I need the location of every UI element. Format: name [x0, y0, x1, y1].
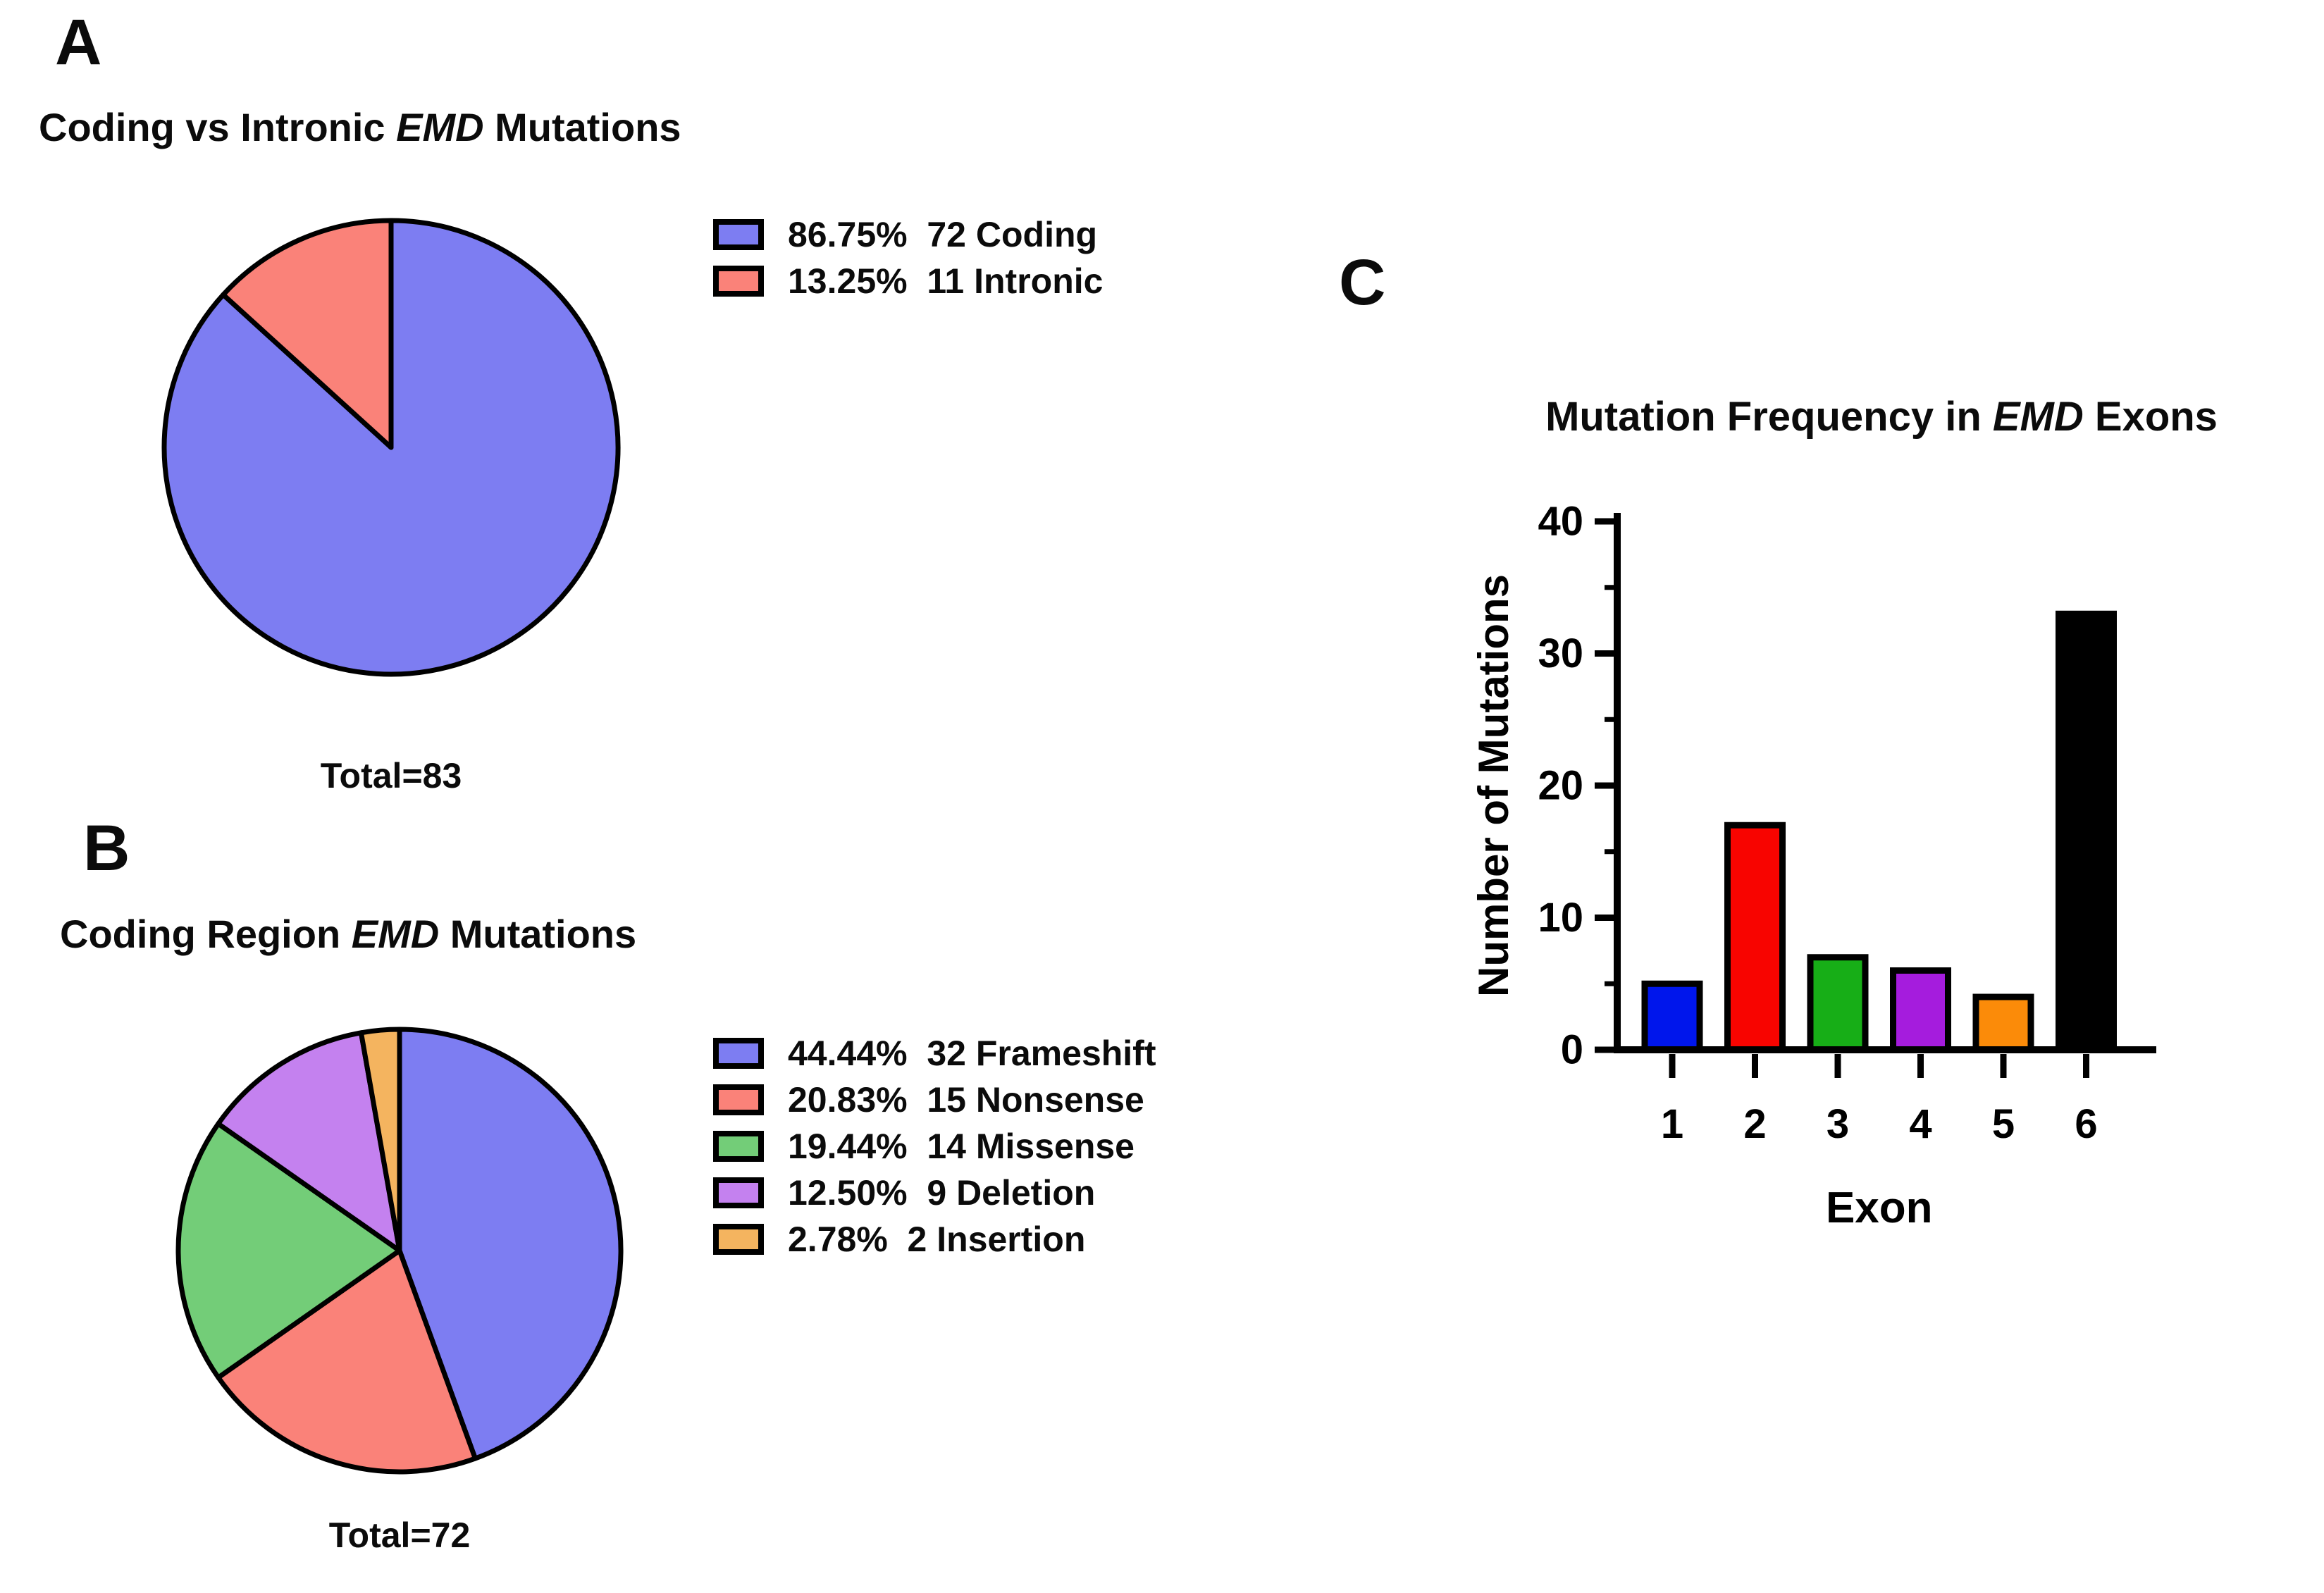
x-tick-label-exon-4: 4	[1909, 1101, 1931, 1147]
legend-label-frameshift: 44.44% 32 Frameshift	[788, 1034, 1156, 1073]
x-axis-title: Exon	[1826, 1184, 1933, 1232]
legend-label-coding: 86.75% 72 Coding	[788, 215, 1098, 254]
bar-exon-5	[1972, 993, 2034, 1053]
y-tick-label: 20	[1538, 763, 1583, 809]
panel-c-title: Mutation Frequency in EMD Exons	[1452, 395, 2311, 440]
legend-row-coding: 86.75% 72 Coding	[713, 211, 1103, 258]
panel-a-title-prefix: Coding vs Intronic	[39, 105, 397, 149]
legend-row-nonsense: 20.83% 15 Nonsense	[713, 1077, 1156, 1123]
legend-label-intronic: 13.25% 11 Intronic	[788, 261, 1104, 301]
legend-row-insertion: 2.78% 2 Insertion	[713, 1216, 1156, 1263]
panel-c-label: C	[1339, 247, 1386, 318]
pie-chart-coding-vs-intronic	[161, 218, 621, 677]
pie-slice-intronic	[221, 218, 394, 450]
y-tick-label: 40	[1538, 499, 1583, 545]
legend-label-insertion: 2.78% 2 Insertion	[788, 1220, 1086, 1259]
pie-slice-frameshift	[397, 1027, 624, 1461]
legend-swatch-missense	[713, 1131, 764, 1162]
bar-exon-4	[1890, 967, 1951, 1053]
y-axis-title: Number of Mutations	[1470, 574, 1517, 997]
legend-row-intronic: 13.25% 11 Intronic	[713, 258, 1103, 304]
pie-chart-coding-region-mutations	[175, 1027, 624, 1475]
legend-label-nonsense: 20.83% 15 Nonsense	[788, 1080, 1144, 1120]
x-tick-label-exon-2: 2	[1743, 1101, 1766, 1147]
legend-row-frameshift: 44.44% 32 Frameshift	[713, 1030, 1156, 1077]
legend-label-deletion: 12.50% 9 Deletion	[788, 1173, 1096, 1213]
panel-b-title: Coding Region EMD Mutations	[60, 912, 636, 956]
panel-b-title-prefix: Coding Region	[60, 912, 352, 956]
panel-a-title-gene: EMD	[396, 105, 484, 149]
pie-b-legend: 44.44% 32 Frameshift 20.83% 15 Nonsense 19…	[713, 1030, 1156, 1263]
panel-a-title-suffix: Mutations	[483, 105, 681, 149]
x-tick-label-exon-1: 1	[1661, 1101, 1683, 1147]
panel-a-title: Coding vs Intronic EMD Mutations	[39, 106, 681, 149]
x-tick-label-exon-3: 3	[1827, 1101, 1849, 1147]
pie-b-total: Total=72	[328, 1515, 471, 1555]
panel-b-title-suffix: Mutations	[439, 912, 637, 956]
x-tick-label-exon-6: 6	[2075, 1101, 2097, 1147]
pie-slice-insertion	[358, 1027, 402, 1253]
panel-c-title-gene: EMD	[1992, 394, 2084, 440]
legend-swatch-deletion	[713, 1177, 764, 1208]
y-tick-label: 10	[1538, 895, 1583, 941]
pie-slice-missense	[175, 1121, 402, 1380]
bar-exon-1	[1641, 980, 1703, 1053]
legend-label-missense: 19.44% 14 Missense	[788, 1127, 1135, 1166]
pie-a-total: Total=83	[320, 756, 462, 795]
legend-row-missense: 19.44% 14 Missense	[713, 1123, 1156, 1170]
bar-exon-3	[1807, 954, 1869, 1053]
x-tick-label-exon-5: 5	[1992, 1101, 2015, 1147]
panel-a-label: A	[55, 6, 102, 78]
panel-b-title-gene: EMD	[351, 912, 440, 956]
bar-exon-6	[2056, 610, 2117, 1053]
panel-c-title-suffix: Exons	[2083, 394, 2218, 440]
panel-c-title-prefix: Mutation Frequency in	[1545, 394, 1993, 440]
legend-swatch-coding	[713, 219, 764, 250]
y-tick-label: 0	[1561, 1027, 1583, 1073]
pie-a-legend: 86.75% 72 Coding 13.25% 11 Intronic	[713, 211, 1103, 304]
pie-slice-deletion	[216, 1030, 402, 1253]
legend-swatch-insertion	[713, 1224, 764, 1255]
legend-swatch-frameshift	[713, 1038, 764, 1069]
y-tick-label: 30	[1538, 631, 1583, 676]
pie-slice-nonsense	[216, 1248, 478, 1475]
legend-row-deletion: 12.50% 9 Deletion	[713, 1170, 1156, 1216]
bar-exon-2	[1724, 822, 1786, 1053]
panel-b-label: B	[83, 812, 130, 884]
legend-swatch-intronic	[713, 266, 764, 297]
legend-swatch-nonsense	[713, 1084, 764, 1115]
